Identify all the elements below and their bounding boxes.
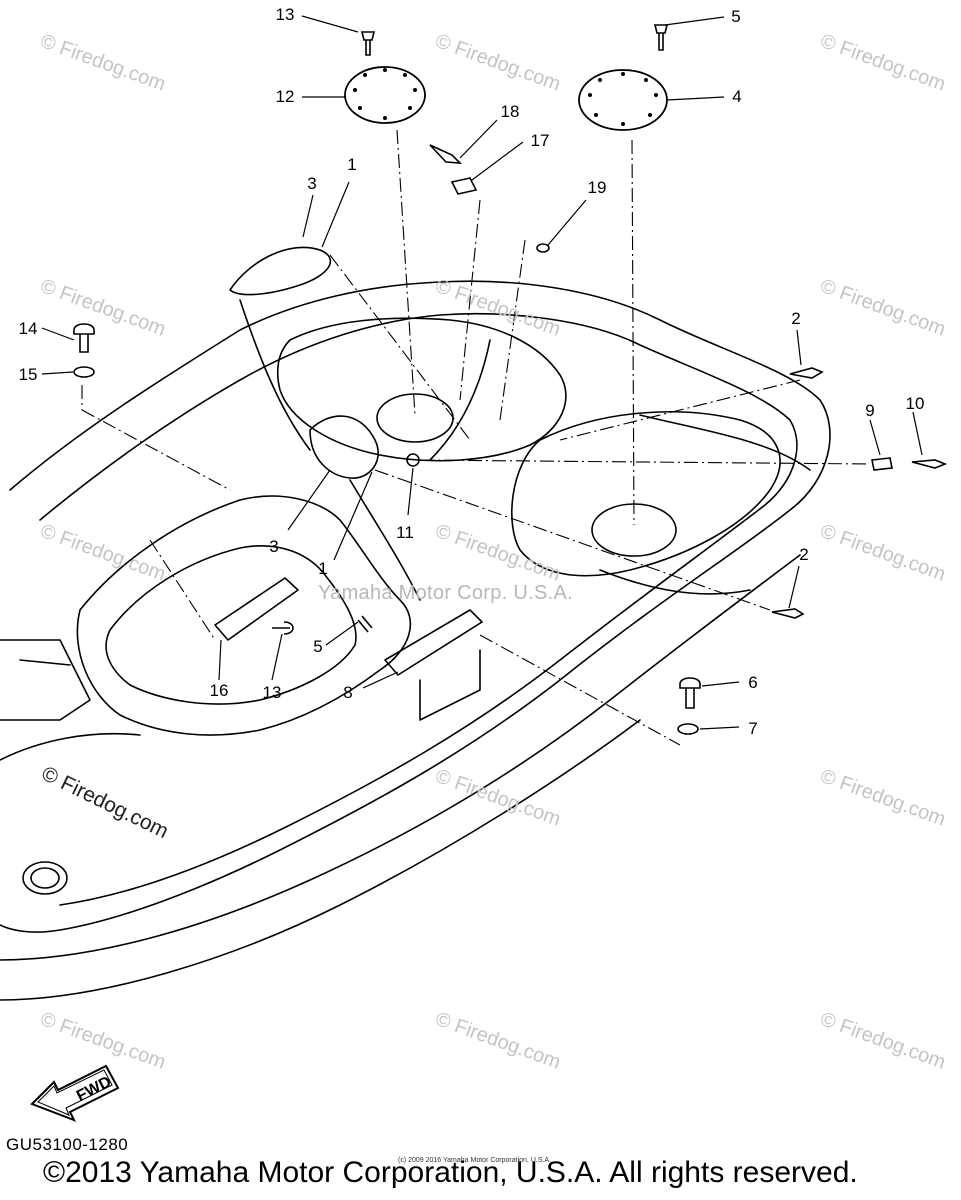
callout-16: 16 — [210, 681, 229, 700]
rear-well — [511, 411, 781, 577]
footwell-inner — [105, 545, 357, 705]
callout-1-lower: 1 — [318, 559, 327, 578]
callout-15: 15 — [19, 365, 38, 384]
screw-5-lower — [357, 615, 373, 633]
cover-12 — [344, 66, 426, 124]
clip-9 — [871, 457, 893, 471]
screw-5-top — [653, 24, 669, 51]
rivet-2-upper — [789, 367, 824, 379]
cover-4 — [578, 69, 668, 131]
callout-17: 17 — [531, 131, 550, 150]
callout-5-top: 5 — [731, 7, 740, 26]
diagram-code: GU53100-1280 — [6, 1135, 129, 1154]
screw-13-top — [360, 31, 376, 56]
callout-9: 9 — [865, 401, 874, 420]
callout-13-lower: 13 — [263, 683, 282, 702]
washer-7 — [677, 723, 699, 735]
callout-18: 18 — [501, 102, 520, 121]
rivet-2-lower — [771, 608, 805, 619]
callout-2-lower: 2 — [799, 545, 808, 564]
hose-loop-lower — [309, 415, 379, 479]
callout-12: 12 — [276, 87, 295, 106]
footwell — [76, 495, 412, 736]
callout-4: 4 — [732, 87, 741, 106]
hose-loop-upper — [229, 246, 332, 296]
callout-13-top: 13 — [276, 5, 295, 24]
deck-bottom — [0, 719, 641, 1001]
callout-11: 11 — [396, 523, 414, 542]
callout-5-lower: 5 — [313, 637, 322, 656]
center-watermark: Yamaha Motor Corp. U.S.A. — [318, 582, 573, 604]
copyright-notice: ©2013 Yamaha Motor Corporation, U.S.A. A… — [43, 1156, 858, 1189]
hatch-hole-front — [376, 393, 454, 443]
rivet-18 — [429, 144, 463, 164]
callout-10: 10 — [906, 394, 925, 413]
bracket-plate-8 — [384, 609, 483, 676]
center-hatch — [276, 317, 567, 462]
hull-inner-edge — [39, 313, 798, 906]
bracket-plate-16 — [214, 577, 299, 641]
nut-19 — [536, 243, 550, 253]
clip-17 — [450, 177, 478, 195]
fwd-arrow-icon: FWD — [30, 1064, 120, 1122]
deck-lower-edge — [0, 554, 801, 961]
rivet-10 — [911, 459, 948, 469]
callout-3-lower: 3 — [269, 537, 278, 556]
grommet-11 — [406, 453, 420, 467]
bolt-14 — [73, 323, 95, 353]
callout-7: 7 — [748, 719, 757, 738]
callout-3-top: 3 — [307, 174, 316, 193]
callout-6: 6 — [748, 673, 757, 692]
bolt-6 — [679, 677, 701, 709]
washer-15 — [73, 366, 95, 378]
callout-1-top: 1 — [347, 155, 356, 174]
callout-2-upper: 2 — [791, 309, 800, 328]
tiny-credit: (c) 2009 2016 Yamaha Motor Corporation, … — [398, 1157, 552, 1164]
callout-8: 8 — [343, 683, 352, 702]
drain-cap — [22, 861, 68, 895]
hull-outline — [0, 280, 831, 933]
callout-14: 14 — [19, 319, 38, 338]
callout-19: 19 — [588, 178, 607, 197]
screw-13-lower — [272, 621, 294, 635]
